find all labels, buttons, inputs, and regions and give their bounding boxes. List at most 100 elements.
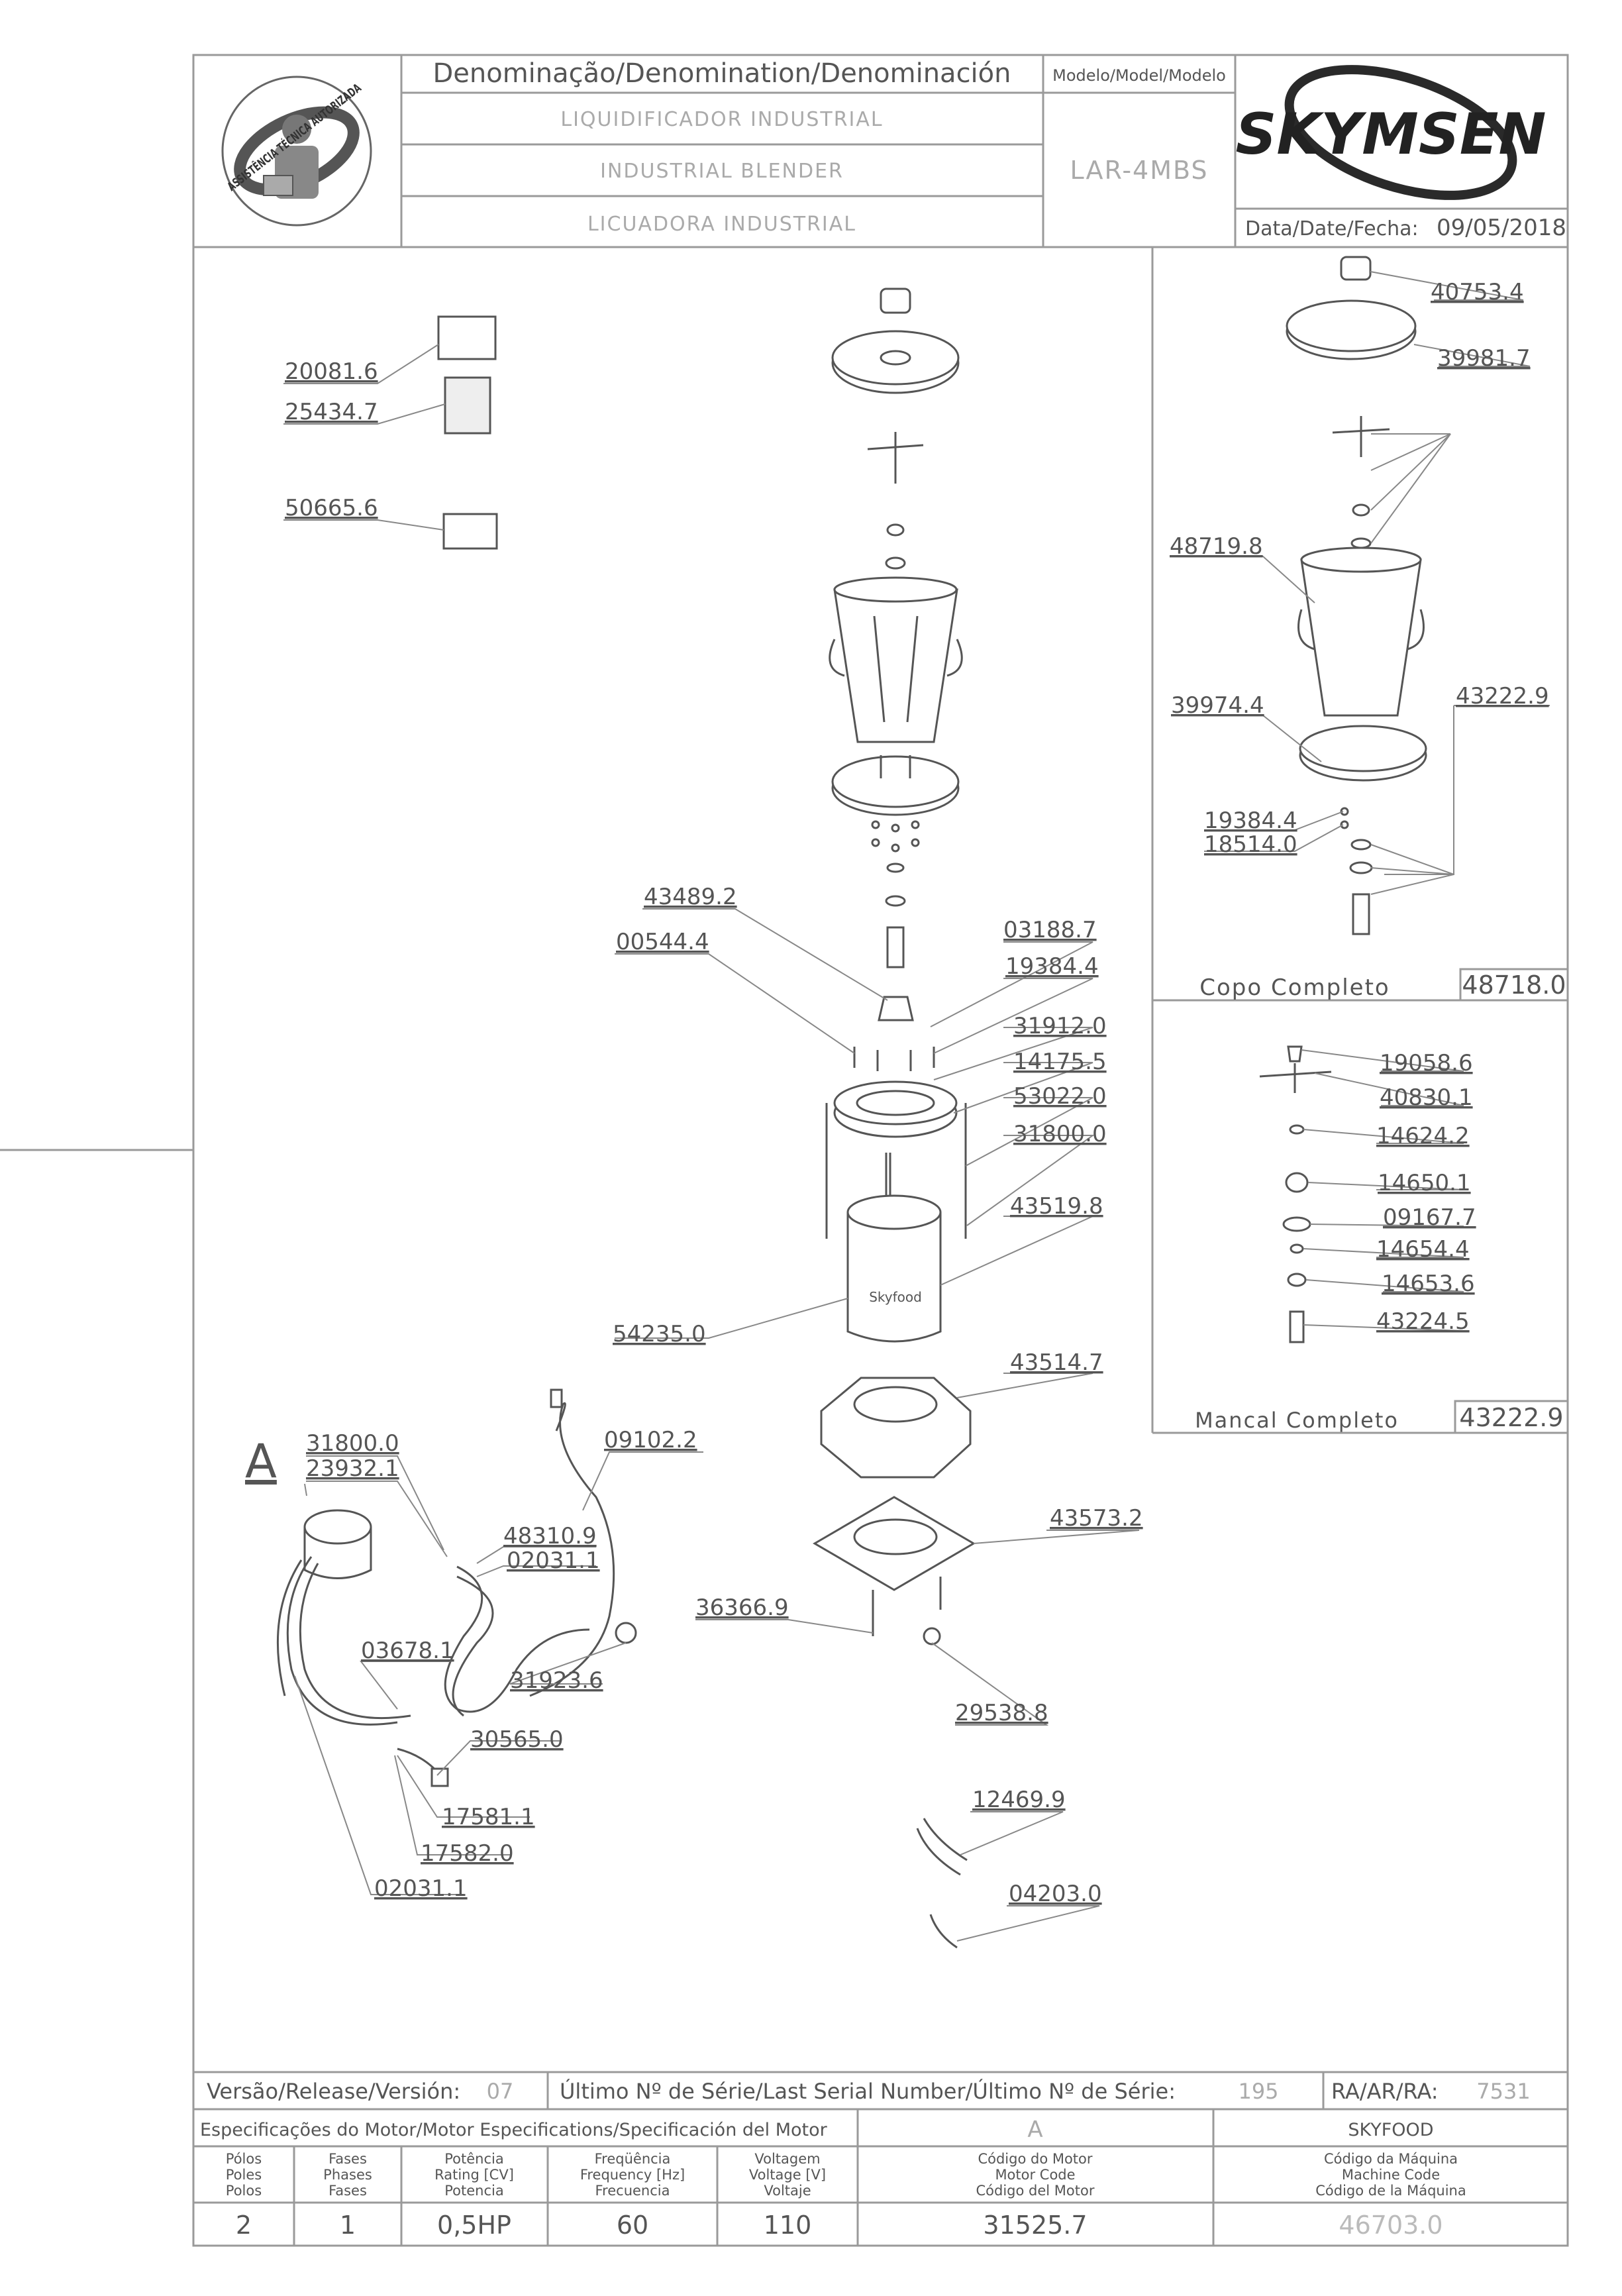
part-label: 43514.7 (1010, 1349, 1103, 1376)
voltage-value: 110 (764, 2211, 812, 2240)
mancal-part-labels: 19058.6 40830.1 14624.2 14650.1 09167.7 … (1376, 1050, 1476, 1335)
machine-code-label-en: Machine Code (1342, 2167, 1440, 2183)
motor-code-value: 31525.7 (983, 2211, 1087, 2240)
svg-text:Skyfood: Skyfood (869, 1289, 922, 1305)
part-label: 54235.0 (613, 1321, 706, 1347)
part-label: 31912.0 (1013, 1013, 1107, 1039)
ra-label: RA/AR/RA: (1331, 2079, 1439, 2104)
freq-label-en: Frequency [Hz] (580, 2167, 685, 2183)
part-label: 31800.0 (1013, 1121, 1107, 1147)
copo-part-labels: 40753.4 39981.7 48719.8 43222.9 39974.4 … (1170, 279, 1549, 858)
part-label: 53022.0 (1013, 1083, 1107, 1110)
phases-value: 1 (340, 2211, 356, 2240)
part-label: 19384.4 (1005, 953, 1099, 980)
part-label: 17582.0 (421, 1840, 514, 1867)
part-label: 31923.6 (510, 1667, 603, 1694)
phases-label-es: Fases (329, 2183, 367, 2199)
part-label: 40830.1 (1380, 1084, 1473, 1111)
part-label: 20081.6 (285, 358, 378, 385)
part-label: 14650.1 (1378, 1170, 1471, 1196)
part-label: 48310.9 (503, 1523, 597, 1549)
poles-label-pt: Pólos (226, 2151, 262, 2167)
logo-wordmark: SKYMSEN (1235, 101, 1546, 168)
mancal-title: Mancal Completo (1195, 1408, 1399, 1433)
poles-value: 2 (236, 2211, 252, 2240)
part-label: 50665.6 (285, 495, 378, 521)
blender-exploded-view: Skyfood (813, 287, 976, 1949)
footer-block: Versão/Release/Versión: 07 Último Nº de … (200, 2078, 1531, 2240)
part-label: 30565.0 (470, 1726, 564, 1753)
motor-spec-label: Especificações do Motor/Motor Especifica… (200, 2120, 828, 2140)
motor-code-label-pt: Código do Motor (978, 2151, 1092, 2167)
brand-name: SKYFOOD (1348, 2120, 1433, 2140)
part-label: 19384.4 (1204, 808, 1297, 834)
part-label: 39981.7 (1437, 345, 1531, 372)
part-label: 40753.4 (1431, 279, 1524, 305)
poles-label-es: Polos (226, 2183, 262, 2199)
part-label: 19058.6 (1380, 1050, 1473, 1076)
part-label: 25434.7 (285, 399, 378, 425)
copo-leader-lines (1170, 271, 1550, 895)
voltage-label-en: Voltage [V] (749, 2167, 826, 2183)
copo-code: 48718.0 (1462, 970, 1566, 1000)
mancal-code: 43222.9 (1459, 1403, 1563, 1432)
part-label: 43222.9 (1456, 683, 1549, 709)
part-label: 31800.0 (306, 1430, 399, 1457)
phases-label-pt: Fases (329, 2151, 367, 2167)
part-label: 29538.8 (955, 1700, 1048, 1726)
freq-label-es: Frecuencia (595, 2183, 670, 2199)
power-label-es: Potencia (444, 2183, 503, 2199)
power-label-en: Rating [CV] (434, 2167, 514, 2183)
main-leader-lines (283, 344, 1140, 1942)
serial-label: Último Nº de Série/Last Serial Number/Úl… (560, 2078, 1176, 2104)
part-label: 43224.5 (1376, 1308, 1470, 1335)
part-label: 14653.6 (1382, 1271, 1475, 1297)
part-label: 09167.7 (1383, 1204, 1476, 1231)
part-label: 39974.4 (1171, 692, 1264, 719)
wiring-harness-view (276, 1388, 637, 1787)
version-label: Versão/Release/Versión: (207, 2079, 460, 2104)
copo-completo-view (1286, 256, 1427, 935)
denomination-label: Denominação/Denomination/Denominación (432, 58, 1011, 89)
motor-code-label-en: Motor Code (995, 2167, 1075, 2183)
part-label: 00544.4 (616, 929, 709, 955)
sheet-frame (0, 54, 1569, 2247)
part-label: 09102.2 (604, 1427, 697, 1453)
phases-label-en: Phases (323, 2167, 372, 2183)
copo-title: Copo Completo (1199, 974, 1390, 1001)
header-block: ASSISTÊNCIA TÉCNICA AUTORIZADA Denominaç… (221, 58, 1566, 241)
machine-code-label-es: Código de la Máquina (1315, 2183, 1466, 2199)
main-part-labels: 20081.6 25434.7 50665.6 43489.2 00544.4 … (285, 358, 1143, 1907)
authorized-service-seal: ASSISTÊNCIA TÉCNICA AUTORIZADA (221, 76, 372, 227)
part-label: 04203.0 (1009, 1881, 1102, 1907)
version-value: 07 (487, 2079, 514, 2104)
part-label: 12469.9 (972, 1787, 1066, 1813)
power-label-pt: Potência (444, 2151, 503, 2167)
part-label: 17581.1 (442, 1804, 535, 1830)
part-label: 48719.8 (1170, 533, 1263, 560)
ra-value: 7531 (1476, 2079, 1530, 2104)
part-label: 14624.2 (1376, 1123, 1470, 1149)
wiring-leader-lines (294, 1451, 703, 1895)
voltage-label-pt: Voltagem (754, 2151, 820, 2167)
power-value: 0,5HP (437, 2211, 511, 2240)
date-value: 09/05/2018 (1437, 215, 1566, 241)
freq-label-pt: Freqüência (595, 2151, 671, 2167)
machine-code-value: 46703.0 (1339, 2211, 1443, 2240)
part-label: 23932.1 (306, 1455, 399, 1482)
view-letter: A (245, 1434, 277, 1488)
product-name-pt: LIQUIDIFICADOR INDUSTRIAL (560, 108, 883, 131)
warning-stickers (437, 315, 498, 550)
part-label: 02031.1 (507, 1547, 600, 1574)
frequency-value: 60 (617, 2211, 648, 2240)
machine-code-label-pt: Código da Máquina (1324, 2151, 1458, 2167)
mancal-completo-view (1259, 1045, 1332, 1343)
part-label: 43489.2 (644, 884, 737, 910)
part-label: 43573.2 (1050, 1505, 1143, 1532)
skymsen-logo: SKYMSEN (1235, 65, 1546, 200)
part-label: 14654.4 (1376, 1236, 1470, 1263)
wiring-part-labels: A 31800.0 23932.1 09102.2 48310.9 02031.… (245, 1427, 697, 1902)
poles-label-en: Poles (226, 2167, 262, 2183)
product-name-es: LICUADORA INDUSTRIAL (587, 213, 856, 236)
